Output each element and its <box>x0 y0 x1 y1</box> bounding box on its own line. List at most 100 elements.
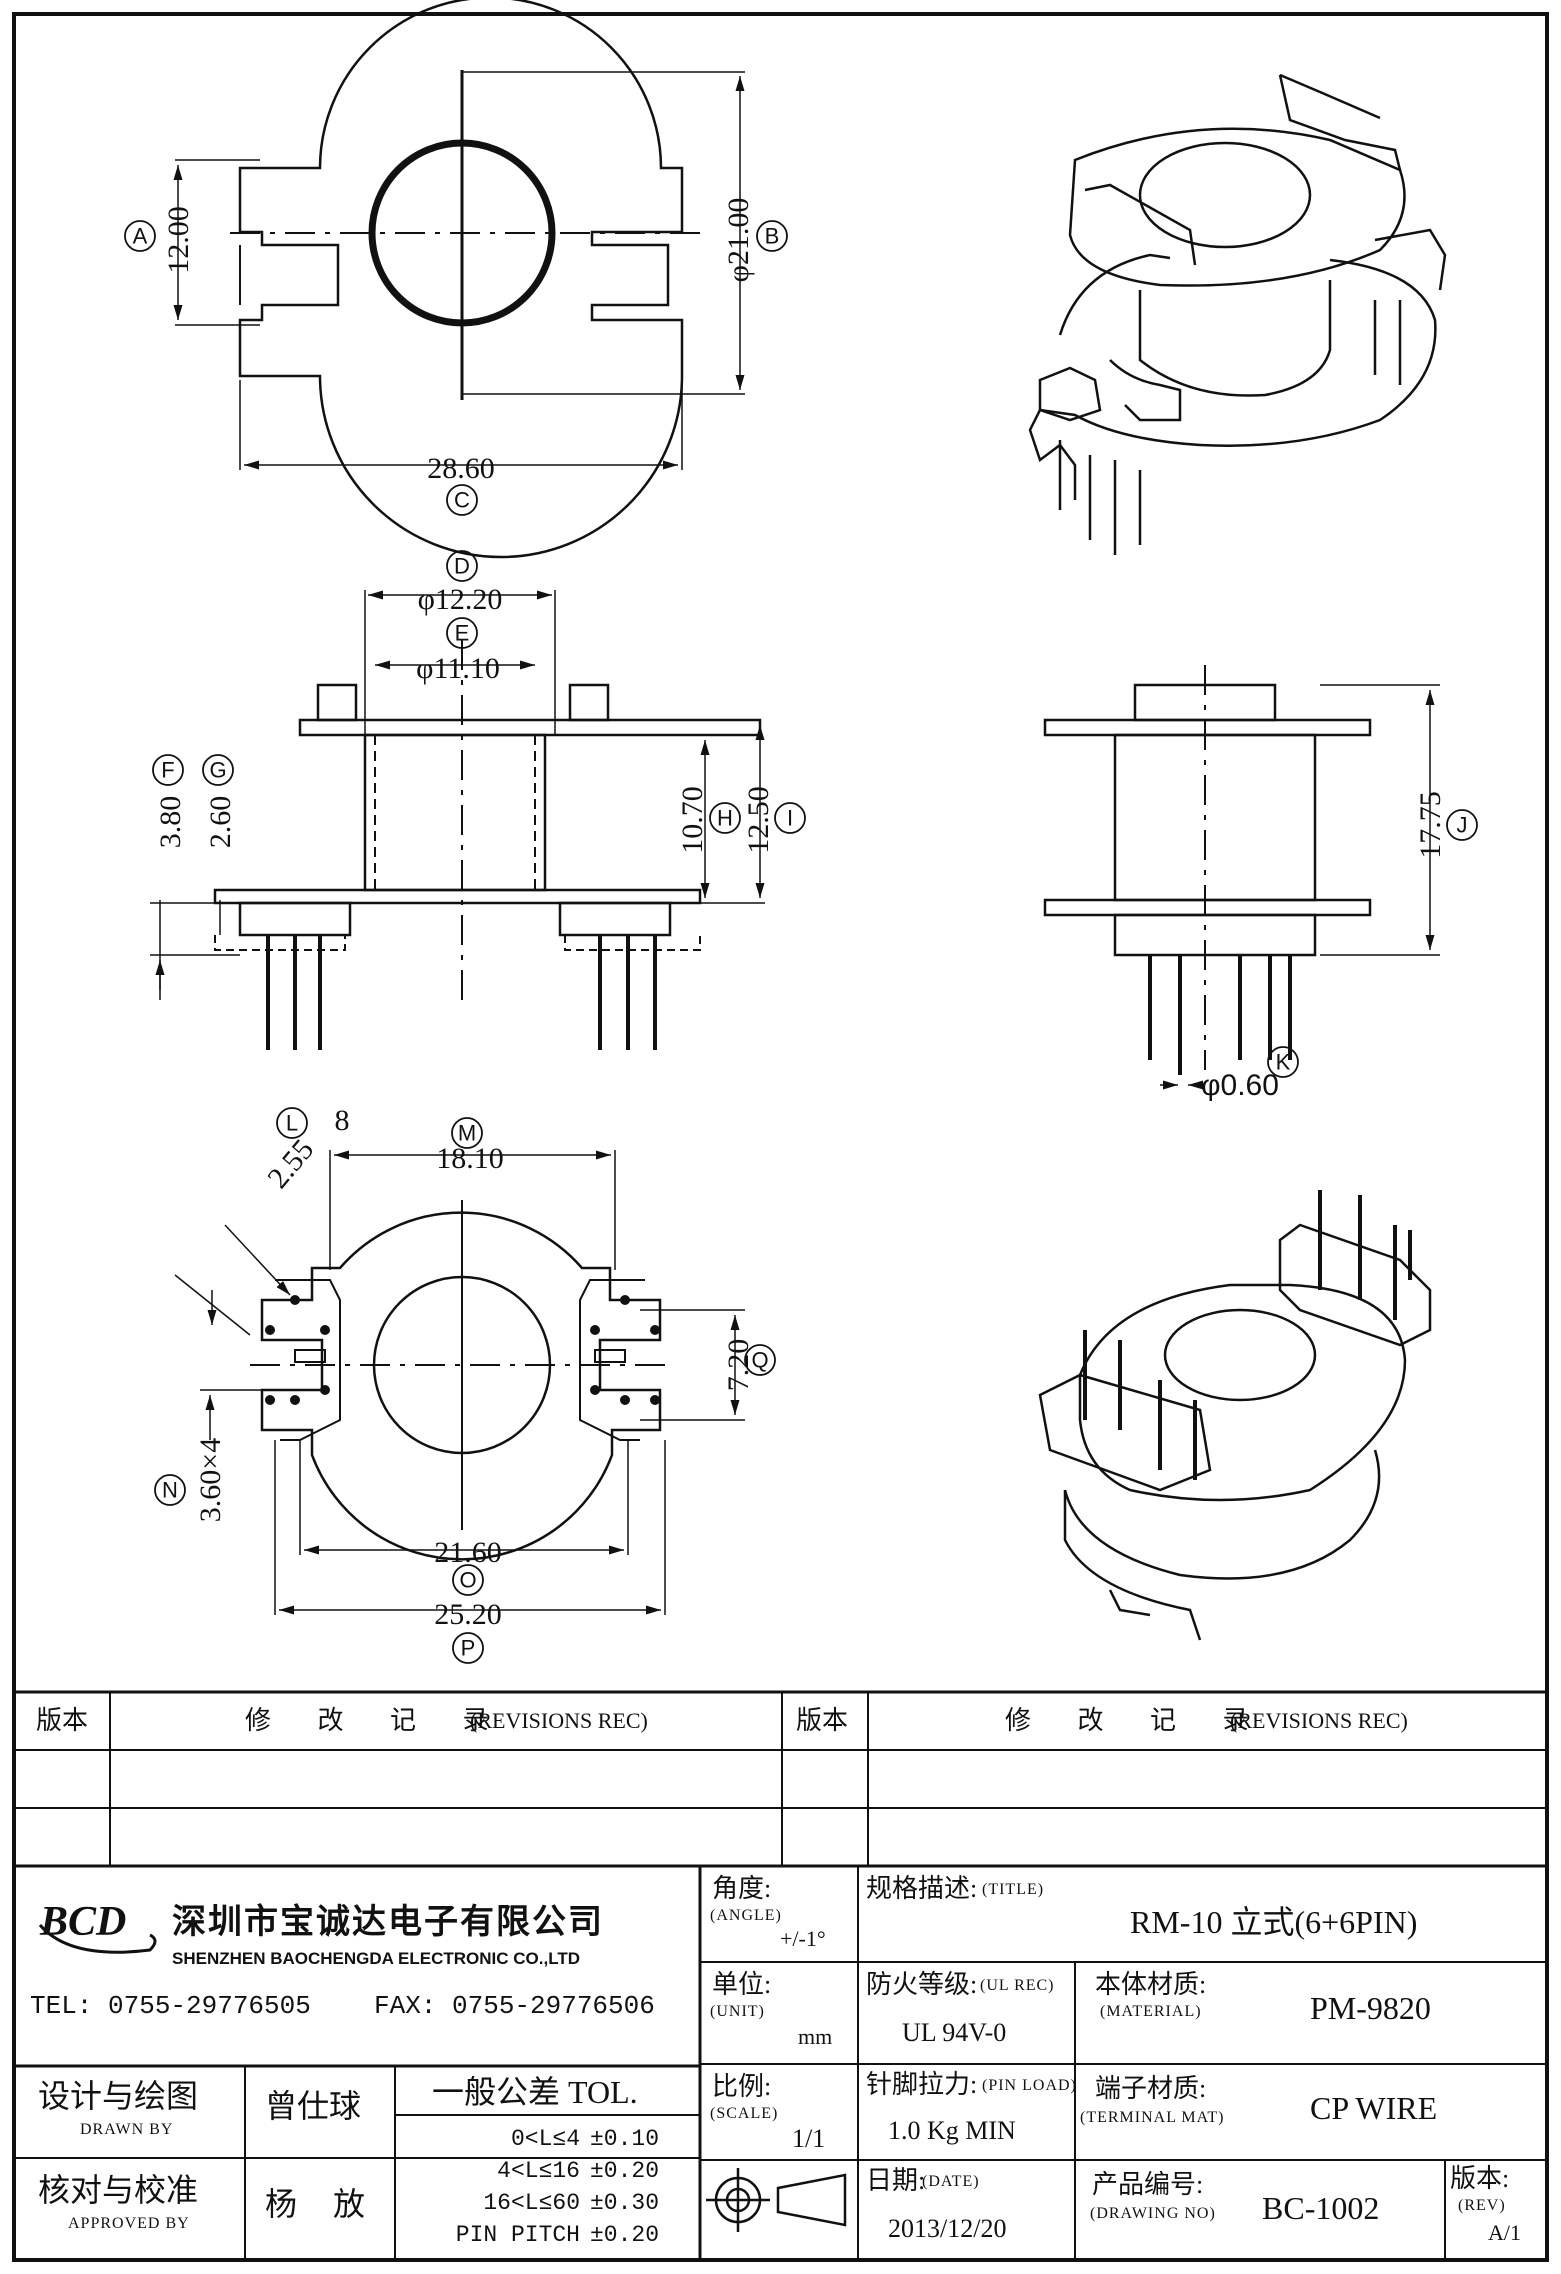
tel: TEL: 0755-29776505 <box>30 1991 311 2021</box>
title-label-en: (TITLE) <box>982 1881 1045 1898</box>
title-value: RM-10 立式(6+6PIN) <box>1130 1904 1418 1940</box>
callout-e: E <box>455 621 470 646</box>
rev-record-right-cn: 修 改 记 录 <box>1005 1706 1269 1735</box>
approved-label-en: APPROVED BY <box>68 2215 190 2232</box>
dim-h: 10.70 <box>676 786 709 854</box>
tol-value-4: ±0.20 <box>590 2222 660 2248</box>
dim-d: φ12.20 <box>418 583 503 616</box>
date-label-cn: 日期: <box>866 2166 926 2195</box>
drawing-no-label-cn: 产品编号: <box>1092 2170 1204 2199</box>
title-label-cn: 规格描述: <box>866 1874 978 1903</box>
terminal-value: CP WIRE <box>1310 2090 1438 2126</box>
tol-range-3: 16<L≤60 <box>483 2190 580 2216</box>
tol-range-2: 4<L≤16 <box>497 2158 580 2184</box>
terminal-label-en: (TERMINAL MAT) <box>1080 2109 1225 2126</box>
dim-j: 17.75 <box>1414 791 1447 859</box>
company-name-en: SHENZHEN BAOCHENGDA ELECTRONIC CO.,LTD <box>172 1949 580 1968</box>
callout-q: Q <box>751 1348 768 1373</box>
dim-q: 7.20 <box>722 1339 755 1392</box>
angle-value: +/-1° <box>780 1926 826 1951</box>
callout-o: O <box>459 1568 476 1593</box>
rev-label-en: (REV) <box>1458 2197 1506 2214</box>
designed-label-en: DRAWN BY <box>80 2121 174 2138</box>
tol-value-1: ±0.10 <box>590 2126 660 2152</box>
callout-a: A <box>133 224 148 249</box>
callout-m: M <box>458 1121 476 1146</box>
callout-c: C <box>454 488 470 513</box>
rev-header-right: 版本 <box>796 1706 849 1735</box>
fax: FAX: 0755-29776506 <box>374 1991 655 2021</box>
company-name-cn: 深圳市宝诚达电子有限公司 <box>172 1904 604 1941</box>
rev-label-cn: 版本: <box>1450 2164 1510 2193</box>
material-label-cn: 本体材质: <box>1095 1970 1207 1999</box>
callout-b: B <box>765 224 780 249</box>
rev-record-left-cn: 修 改 记 录 <box>245 1706 509 1735</box>
sheet-frame <box>12 12 1549 2262</box>
material-label-en: (MATERIAL) <box>1100 2003 1202 2020</box>
scale-label-cn: 比例: <box>712 2072 772 2101</box>
rev-record-right-en: (REVISIONS REC) <box>1230 1708 1408 1733</box>
logo-text: BCD <box>39 1899 126 1945</box>
tol-value-2: ±0.20 <box>590 2158 660 2184</box>
callout-g: G <box>209 758 226 783</box>
side-view <box>1043 665 1440 1090</box>
projection-symbol-icon <box>706 2168 847 2232</box>
tol-value-3: ±0.30 <box>590 2190 660 2216</box>
angle-label-cn: 角度: <box>712 1874 772 1903</box>
iso-view-top <box>1028 73 1447 555</box>
callout-n: N <box>162 1478 178 1503</box>
unit-label-en: (UNIT) <box>710 2003 765 2020</box>
dim-a: 12.00 <box>162 206 195 274</box>
title-block-grid <box>14 1690 1547 2260</box>
dim-p: 25.20 <box>434 1598 502 1631</box>
dim-g: 2.60 <box>204 796 237 849</box>
callout-letters: A B C D E F G H I J K L M N O P Q <box>133 224 1468 1661</box>
dim-e: φ11.10 <box>416 652 500 685</box>
dim-n: 3.60×4 <box>194 1438 227 1522</box>
dim-o: 21.60 <box>434 1536 502 1569</box>
scale-value: 1/1 <box>792 2124 826 2153</box>
pinload-value: 1.0 Kg MIN <box>888 2116 1016 2145</box>
dim-b: φ21.00 <box>722 198 755 283</box>
callout-l: L <box>286 1111 298 1136</box>
iso-view-bottom <box>1038 1190 1432 1641</box>
unit-value: mm <box>798 2024 833 2049</box>
ul-label-en: (UL REC) <box>980 1977 1055 1994</box>
approved-label-cn: 核对与校准 <box>38 2172 199 2208</box>
ul-value: UL 94V-0 <box>902 2018 1007 2047</box>
rev-value: A/1 <box>1488 2220 1521 2245</box>
company-logo: BCD <box>38 1899 157 1954</box>
terminal-label-cn: 端子材质: <box>1095 2074 1207 2103</box>
drawing-no-label-en: (DRAWING NO) <box>1090 2205 1216 2222</box>
callout-p: P <box>461 1636 476 1661</box>
dimension-labels: 12.00 φ21.00 28.60 φ12.20 φ11.10 3.80 2.… <box>154 198 1447 1631</box>
dim-f: 3.80 <box>154 796 187 849</box>
designed-label-cn: 设计与绘图 <box>38 2078 199 2114</box>
tolerance-title: 一般公差 TOL. <box>432 2074 638 2110</box>
date-label-en: (DATE) <box>922 2173 980 2190</box>
callout-k: K <box>1276 1050 1291 1075</box>
dim-c: 28.60 <box>427 452 495 485</box>
drawing-no-value: BC-1002 <box>1262 2190 1380 2226</box>
pinload-label-cn: 针脚拉力: <box>866 2070 978 2099</box>
angle-label-en: (ANGLE) <box>710 1907 782 1924</box>
dim-k: φ0.60 <box>1201 1069 1279 1102</box>
dim-l: 2.55 <box>261 1133 320 1194</box>
callout-circles <box>124 220 1478 1664</box>
unit-label-cn: 单位: <box>712 1970 772 1999</box>
top-view <box>173 0 745 559</box>
dim-m: 18.10 <box>436 1142 504 1175</box>
ul-label-cn: 防火等级: <box>866 1970 978 1999</box>
designer-name: 曾仕球 <box>265 2088 362 2124</box>
date-value: 2013/12/20 <box>888 2214 1007 2243</box>
callout-f: F <box>161 758 174 783</box>
dim-l-angle: 8 <box>335 1104 350 1137</box>
pinload-label-en: (PIN LOAD) <box>982 2077 1077 2094</box>
rev-record-left-en: (REVISIONS REC) <box>470 1708 648 1733</box>
callout-j: J <box>1457 813 1468 838</box>
tol-range-1: 0<L≤4 <box>510 2126 580 2152</box>
approver-name: 杨 放 <box>265 2186 380 2222</box>
dim-i: 12.50 <box>742 786 775 854</box>
rev-header-left: 版本 <box>36 1706 89 1735</box>
